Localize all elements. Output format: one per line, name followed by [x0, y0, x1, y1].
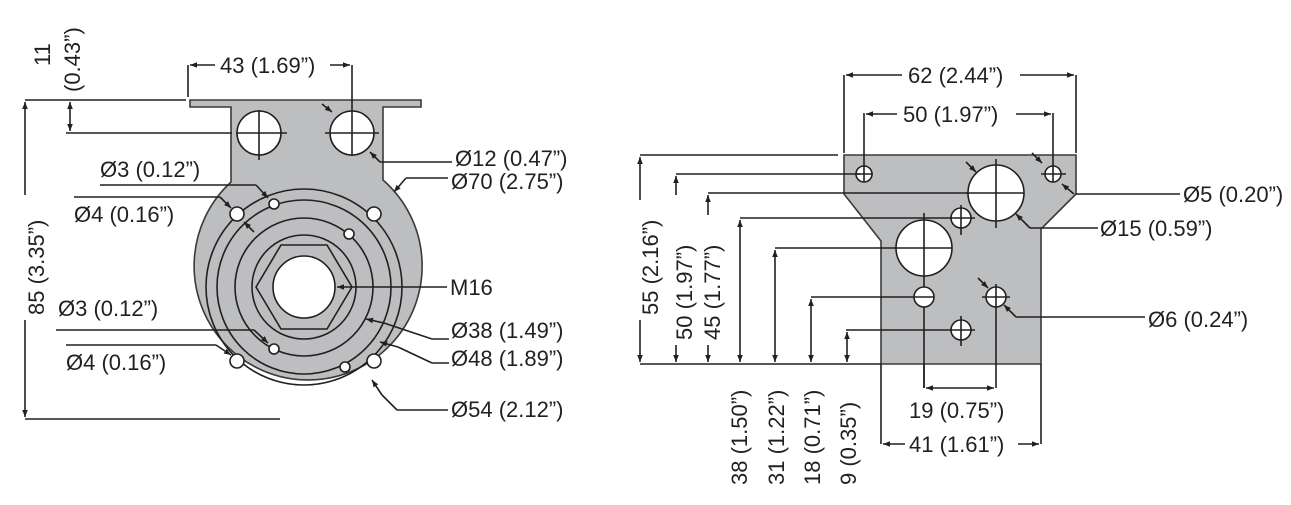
label-hole-4-upper: Ø4 (0.16”)	[74, 202, 174, 227]
label-hole-4-lower: Ø4 (0.16”)	[66, 350, 166, 375]
label-hole-15: Ø15 (0.59”)	[1100, 216, 1213, 241]
hole-3-lower-left	[268, 343, 280, 355]
dim-width-43: 43 (1.69”)	[220, 53, 315, 78]
dim-height-50: 50 (1.97”)	[672, 245, 697, 340]
dim-width-50: 50 (1.97”)	[903, 102, 998, 127]
front-view: 43 (1.69”) 85 (3.35”) 11 (0.43”) Ø12 (0.…	[22, 27, 568, 422]
hole-3-upper-right	[343, 228, 355, 240]
label-thread-m16: M16	[450, 275, 493, 300]
hole-4-upper-right	[366, 206, 382, 222]
hole-4-lower-right	[366, 353, 382, 369]
hole-4-lower-left	[229, 353, 245, 369]
dim-height-38: 38 (1.50”)	[727, 390, 752, 485]
dim-height-45: 45 (1.77”)	[700, 245, 725, 340]
dim-height-9: 9 (0.35”)	[836, 402, 861, 485]
dim-spacing-19: 19 (0.75”)	[909, 398, 1004, 423]
label-hole-6: Ø6 (0.24”)	[1148, 307, 1248, 332]
label-ring-48: Ø48 (1.89”)	[451, 346, 564, 371]
dim-flange-offset-mm: 11	[30, 43, 55, 66]
label-outer-70: Ø70 (2.75”)	[451, 169, 564, 194]
label-hole-5: Ø5 (0.20”)	[1183, 182, 1283, 207]
hex-nut	[255, 244, 353, 330]
label-ring-38: Ø38 (1.49”)	[451, 318, 564, 343]
dim-height-85: 85 (3.35”)	[24, 220, 49, 315]
dim-height-31: 31 (1.22”)	[764, 390, 789, 485]
side-view: 62 (2.44”) 50 (1.97”) Ø5 (0.20”) Ø15 (0.…	[637, 63, 1283, 485]
front-part-body	[189, 99, 423, 381]
dim-width-62: 62 (2.44”)	[908, 63, 1003, 88]
label-ring-54: Ø54 (2.12”)	[451, 397, 564, 422]
label-hole-3-upper: Ø3 (0.12”)	[100, 157, 200, 182]
hole-3-lower-right	[339, 361, 351, 373]
dim-width-41: 41 (1.61”)	[909, 432, 1004, 457]
thread-hole	[272, 255, 336, 319]
hole-4-upper-left	[229, 206, 245, 222]
label-hole-3-lower: Ø3 (0.12”)	[58, 296, 158, 321]
hole-3-upper-left	[268, 198, 280, 210]
dim-height-55: 55 (2.16”)	[638, 220, 663, 315]
dim-flange-offset-in: (0.43”)	[60, 27, 85, 92]
dim-height-18: 18 (0.71”)	[800, 390, 825, 485]
label-hole-12: Ø12 (0.47”)	[455, 146, 568, 171]
